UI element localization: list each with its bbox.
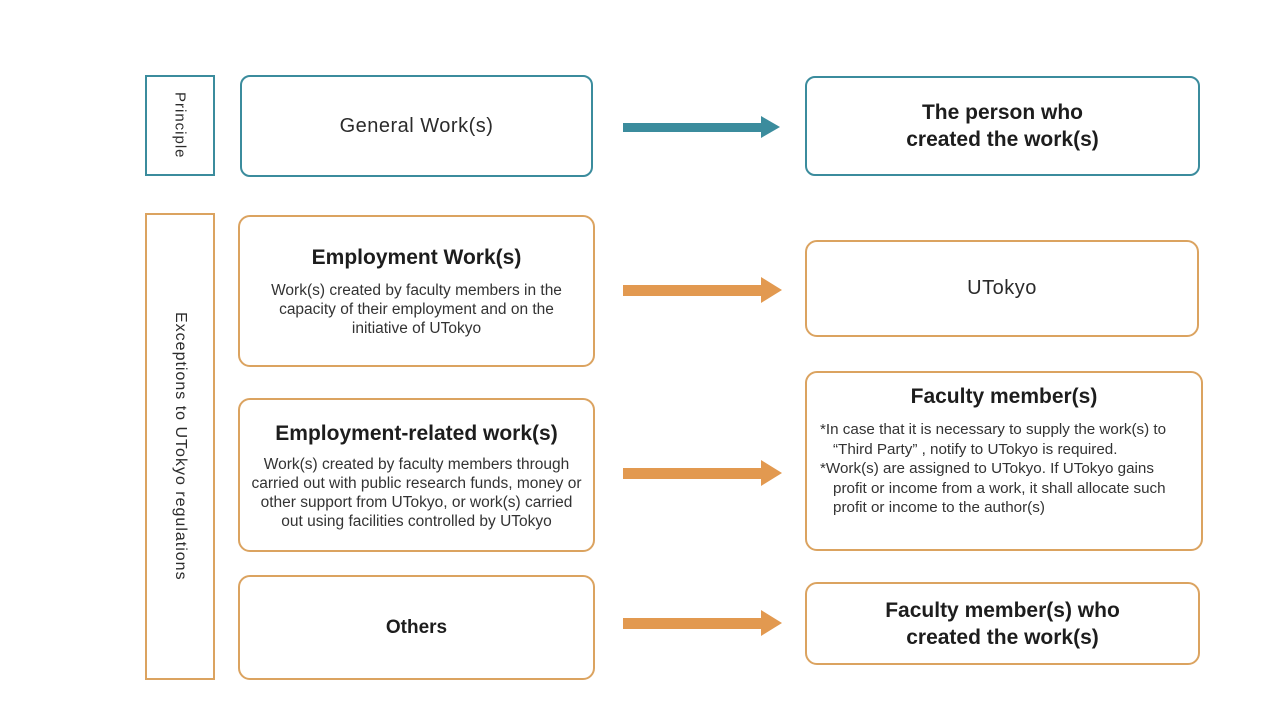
- arrow-shaft: [623, 617, 761, 629]
- arrow-head: [761, 277, 782, 303]
- general-works-box: General Work(s): [240, 75, 593, 177]
- faculty-created-box: Faculty member(s) who created the work(s…: [805, 582, 1200, 665]
- right-arrow-icon: [623, 277, 782, 303]
- employment-related-description: Work(s) created by faculty members throu…: [251, 455, 582, 530]
- others-title: Others: [385, 616, 448, 638]
- arrow-shaft: [623, 122, 761, 132]
- employment-related-title: Employment-related work(s): [275, 421, 558, 445]
- right-arrow-icon: [623, 610, 782, 636]
- utokyo-box: UTokyo: [805, 240, 1199, 337]
- faculty-members-box: Faculty member(s) *In case that it is ne…: [805, 371, 1203, 551]
- faculty-created-line-1: Faculty member(s) who: [885, 598, 1120, 622]
- utokyo-title: UTokyo: [967, 277, 1037, 299]
- others-box: Others: [238, 575, 595, 680]
- faculty-members-notes: *In case that it is necessary to supply …: [820, 420, 1188, 518]
- faculty-created-line-2: created the work(s): [906, 625, 1099, 649]
- arrow-head: [761, 610, 782, 636]
- arrow-head: [761, 460, 782, 486]
- employment-works-description: Work(s) created by faculty members in th…: [271, 282, 562, 337]
- faculty-note-1: *In case that it is necessary to supply …: [820, 421, 1167, 458]
- arrow-shaft: [623, 284, 761, 296]
- employment-related-box: Employment-related work(s) Work(s) creat…: [238, 398, 595, 552]
- right-arrow-icon: [623, 116, 780, 138]
- faculty-members-title: Faculty member(s): [910, 385, 1098, 408]
- exceptions-section-label: Exceptions to UTokyo regulations: [145, 213, 215, 680]
- principle-label-text: Principle: [171, 92, 189, 159]
- person-created-box: The person who created the work(s): [805, 76, 1200, 176]
- principle-section-label: Principle: [145, 75, 215, 176]
- right-arrow-icon: [623, 460, 782, 486]
- general-works-title: General Work(s): [339, 114, 494, 137]
- arrow-shaft: [623, 467, 761, 479]
- employment-works-box: Employment Work(s) Work(s) created by fa…: [238, 215, 595, 367]
- faculty-note-2: *Work(s) are assigned to UTokyo. If UTok…: [820, 460, 1166, 516]
- person-created-line-1: The person who: [921, 101, 1083, 124]
- arrow-head: [761, 116, 780, 138]
- exceptions-label-text: Exceptions to UTokyo regulations: [172, 312, 189, 581]
- person-created-line-2: created the work(s): [906, 128, 1099, 151]
- employment-works-title: Employment Work(s): [311, 246, 522, 269]
